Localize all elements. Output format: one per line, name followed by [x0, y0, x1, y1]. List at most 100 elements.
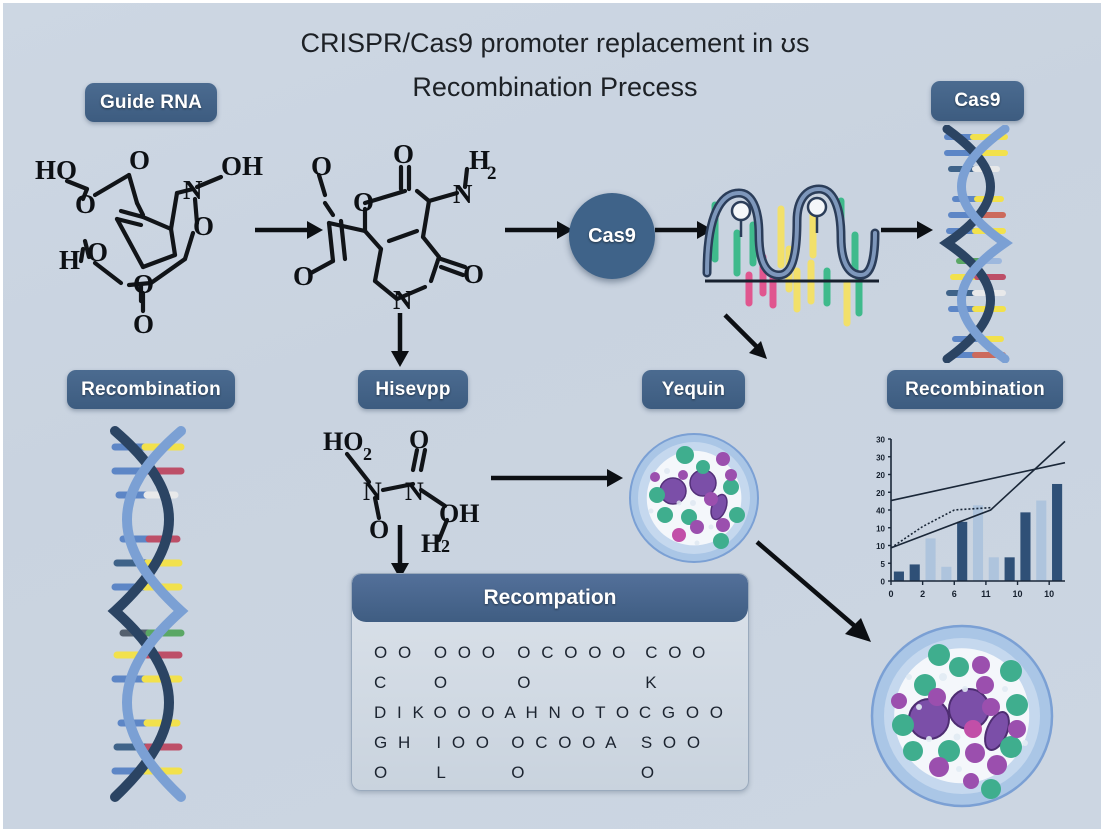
chem3-label-o2: O: [409, 425, 429, 454]
chart-bar: [893, 571, 904, 581]
chart-y-tick-label: 0: [881, 578, 886, 587]
chem2-label-o2: O: [353, 187, 374, 217]
chem1-label-o2: O: [129, 145, 150, 175]
chem2-label-o1: O: [393, 139, 414, 169]
sequence-body: O O C O O O O O C O O O O C O O K D I K O O O…: [352, 622, 748, 790]
chart-x-tick-label: 10: [1013, 589, 1023, 599]
sequence-cell: C O O K: [645, 643, 709, 692]
chart-y-tick-label: 10: [876, 524, 885, 533]
chart-bar: [1052, 483, 1063, 581]
chart-bar: [1004, 557, 1015, 581]
title-line-2: Recombination Precess: [412, 72, 698, 102]
arrow-chem2-down: [385, 311, 415, 374]
chem1-label-o5: O: [133, 269, 154, 299]
arrow-complex-to-yequin: [721, 311, 777, 372]
chem2-label-o3: O: [311, 151, 332, 181]
chart-y-tick-label: 20: [876, 489, 885, 498]
chem2-label-o4: O: [293, 261, 314, 291]
cell-illustration-bottom: [869, 623, 1055, 814]
chem3-label-h-sub: 2: [441, 536, 450, 556]
chart-line-trend-solid-steep: [890, 440, 1066, 549]
chart-y-tick-label: 30: [876, 436, 885, 445]
chem1-label-o6: O: [133, 309, 154, 339]
chem2-label-h-sub: 2: [487, 163, 497, 184]
chart-y-tick-label: 5: [881, 560, 886, 569]
sequence-cell: I O O L: [436, 733, 493, 782]
chemical-structure-2: O O O O N H 2 N O: [289, 131, 504, 321]
sequence-cell: O O C: [374, 643, 415, 692]
chem3-label-o1: O: [369, 515, 389, 544]
chart-y-tick-label: 40: [876, 507, 885, 516]
chart-x-tick-label: 11: [981, 589, 991, 599]
sequence-gap: [374, 788, 726, 790]
chem2-label-h: H: [469, 145, 490, 175]
arrow-chem2-to-cas9: [503, 215, 575, 250]
sequence-cell: O C O O O O: [517, 643, 629, 692]
chem1-label-o4: O: [87, 237, 108, 267]
chemical-structure-1: HO O O N OH O H O O O: [25, 133, 275, 339]
chem2-label-o5: O: [463, 259, 484, 289]
chart-bar: [941, 566, 952, 581]
chart-line-trend-dotted: [890, 506, 991, 549]
chart-line-trend-solid-upper: [890, 461, 1066, 502]
chem3-label-ho-sub: 2: [363, 444, 372, 464]
chem1-label-oh: OH: [221, 151, 263, 181]
chem3-label-oh: OH: [439, 499, 479, 528]
sequence-cell: D I K: [374, 703, 427, 722]
chem1-label-o1: O: [75, 189, 96, 219]
chem1-label-h: H: [59, 245, 80, 275]
chart-bar: [1036, 500, 1047, 581]
sequence-cell: S O O O: [640, 733, 704, 782]
arrow-chem3-down: [385, 523, 415, 586]
chem2-label-n2: N: [393, 285, 413, 315]
guide-rna-dna-complex: [693, 163, 883, 333]
chart-bar: [988, 557, 999, 581]
chart-bar: [1020, 512, 1031, 581]
title-line-1: CRISPR/Cas9 promoter replacement in ʊs: [300, 28, 810, 58]
sequence-cell: H N O T O: [525, 703, 633, 722]
chart-y-tick-label: 10: [876, 542, 885, 551]
chem1-label-o3: O: [193, 211, 214, 241]
chemical-structure-3: HO 2 N O N O OH H 2: [309, 425, 499, 558]
chem3-label-n2: N: [405, 477, 424, 506]
arrow-guide-to-chem2: [253, 215, 325, 250]
chem2-label-n1: N: [453, 179, 473, 209]
chart-x-tick-label: 0: [888, 589, 893, 599]
badge-recombination-left[interactable]: Recombination: [67, 370, 235, 409]
chem3-label-h: H: [421, 529, 441, 558]
badge-hisevpp[interactable]: Hisevpp: [358, 370, 468, 409]
dna-helix-left: [87, 423, 209, 810]
chart-bar: [909, 564, 920, 581]
chem1-label-n: N: [183, 175, 203, 205]
cell-illustration-top: [627, 431, 761, 570]
arrow-chem3-to-cell: [489, 463, 625, 498]
chem3-label-n1: N: [363, 477, 382, 506]
badge-recombination-right[interactable]: Recombination: [887, 370, 1063, 409]
chem1-label-ho: HO: [35, 155, 77, 185]
sequence-cell: O O O A: [433, 703, 519, 722]
cas9-node[interactable]: Cas9: [569, 193, 655, 279]
chart-bar: [972, 505, 984, 581]
dna-helix-right: [925, 124, 1027, 368]
chart-bar: [957, 521, 968, 581]
arrow-cas9-to-complex: [653, 215, 715, 250]
chart-bar: [925, 538, 936, 581]
badge-cas9-top[interactable]: Cas9: [931, 81, 1024, 121]
sequence-cell: O O O O: [433, 643, 498, 692]
chart-y-tick-label: 30: [876, 453, 885, 462]
badge-guide-rna[interactable]: Guide RNA: [85, 83, 217, 122]
page-title: CRISPR/Cas9 promoter replacement in ʊs R…: [3, 21, 1104, 109]
badge-yequin[interactable]: Yequin: [642, 370, 745, 409]
sequence-cell: G H O: [374, 733, 414, 782]
arrow-cell-to-cell: [753, 538, 879, 655]
chart-x-tick-label: 10: [1044, 589, 1054, 599]
cas9-node-label: Cas9: [588, 224, 636, 247]
chart-x-tick-label: 6: [952, 589, 957, 599]
chart-x-tick-label: 2: [920, 589, 925, 599]
